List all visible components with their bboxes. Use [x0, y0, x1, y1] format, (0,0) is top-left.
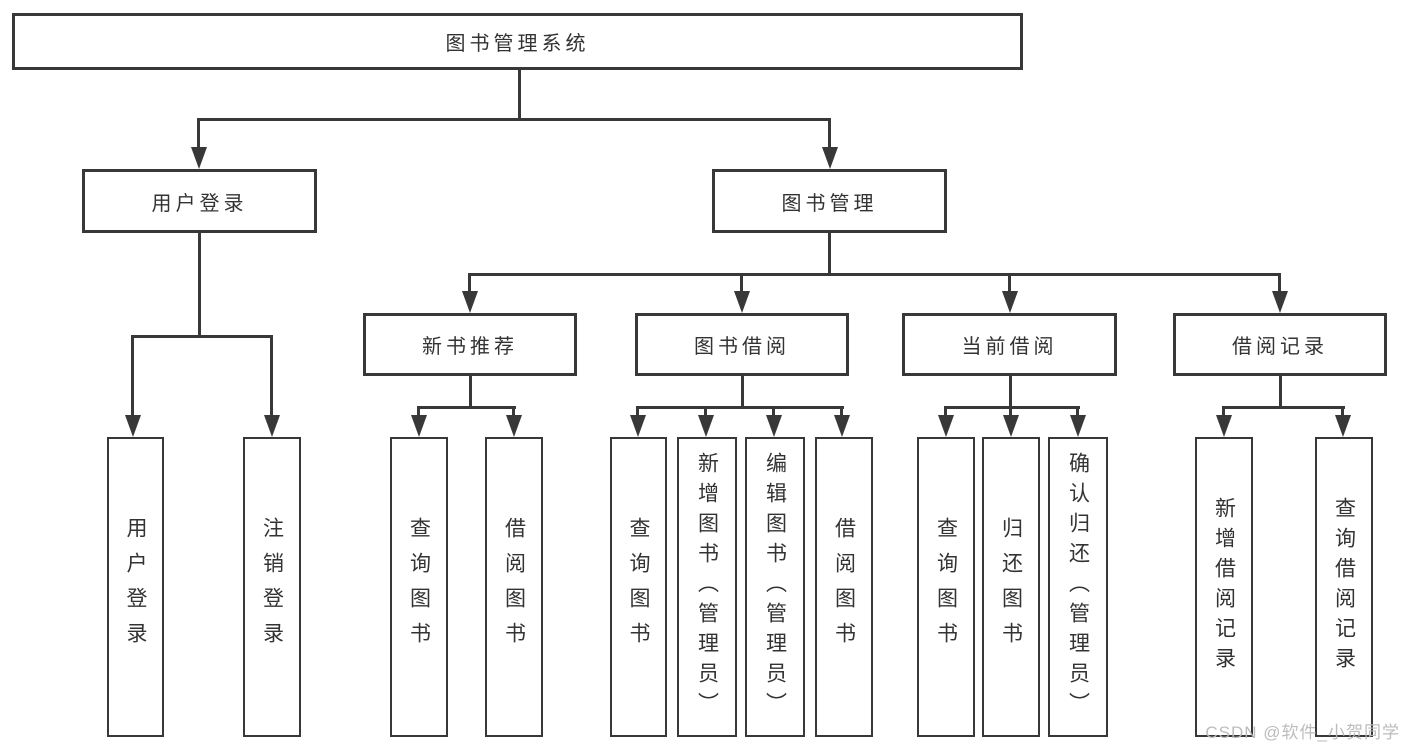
- node-bb-add-book-admin-label: 新增图书（管理员）: [695, 452, 719, 722]
- connector-level2-distributor: [197, 118, 831, 121]
- node-book-mgmt: 图书管理: [712, 169, 947, 233]
- node-root-label: 图书管理系统: [445, 33, 590, 55]
- arrow-to-borrow-record: [1271, 273, 1288, 313]
- connector-current-borrow-distributor: [944, 406, 1080, 409]
- arrow-to-nb-borrow: [505, 406, 522, 437]
- node-nb-borrow-book-label: 借阅图书: [502, 517, 526, 657]
- arrow-to-book-borrow: [733, 273, 750, 313]
- node-logout-label: 注销登录: [260, 517, 284, 657]
- node-nb-query-book: 查询图书: [390, 437, 448, 737]
- node-user-login: 用户登录: [82, 169, 317, 233]
- node-nb-query-book-label: 查询图书: [407, 517, 431, 657]
- connector-book-borrow-distributor: [636, 406, 844, 409]
- node-borrow-record-label: 借阅记录: [1232, 336, 1328, 358]
- node-bb-add-book-admin: 新增图书（管理员）: [677, 437, 737, 737]
- node-br-add-record-label: 新增借阅记录: [1212, 497, 1236, 677]
- node-book-borrow-label: 图书借阅: [694, 336, 790, 358]
- node-current-borrow: 当前借阅: [902, 313, 1117, 376]
- connector-new-book-distributor: [417, 406, 516, 409]
- node-book-borrow: 图书借阅: [635, 313, 849, 376]
- node-bb-borrow-book-label: 借阅图书: [832, 517, 856, 657]
- connector-user-login-distributor: [131, 335, 273, 338]
- node-bb-edit-book-admin: 编辑图书（管理员）: [745, 437, 805, 737]
- node-cb-query-book-label: 查询图书: [934, 517, 958, 657]
- arrow-to-br-add: [1215, 406, 1232, 437]
- node-bb-query-book-label: 查询图书: [627, 517, 650, 657]
- arrow-to-bb-add: [697, 406, 714, 437]
- node-bb-edit-book-admin-label: 编辑图书（管理员）: [763, 452, 787, 722]
- arrow-to-bb-borrow: [833, 406, 850, 437]
- arrow-to-cb-return: [1002, 406, 1019, 437]
- node-cb-confirm-return-admin-label: 确认归还（管理员）: [1066, 452, 1090, 722]
- connector-book-mgmt-stem: [828, 233, 831, 273]
- node-root: 图书管理系统: [12, 13, 1023, 70]
- node-logout: 注销登录: [243, 437, 301, 737]
- connector-new-book-stem: [469, 376, 472, 406]
- node-cb-confirm-return-admin: 确认归还（管理员）: [1048, 437, 1108, 737]
- arrow-to-cb-query: [937, 406, 954, 437]
- node-cb-return-book-label: 归还图书: [999, 517, 1023, 657]
- node-bb-query-book: 查询图书: [610, 437, 667, 737]
- node-nb-borrow-book: 借阅图书: [485, 437, 543, 737]
- node-cb-return-book: 归还图书: [982, 437, 1040, 737]
- node-bb-borrow-book: 借阅图书: [815, 437, 873, 737]
- node-br-query-record: 查询借阅记录: [1315, 437, 1373, 737]
- arrow-to-login: [124, 335, 141, 437]
- connector-current-borrow-stem: [1009, 376, 1012, 406]
- arrow-to-new-book: [461, 273, 478, 313]
- connector-borrow-record-distributor: [1222, 406, 1345, 409]
- connector-root-stem: [518, 70, 521, 118]
- connector-level3-distributor: [468, 273, 1281, 276]
- node-login: 用户登录: [107, 437, 164, 737]
- csdn-watermark: CSDN @软件_小贺同学: [1205, 723, 1400, 742]
- node-current-borrow-label: 当前借阅: [961, 336, 1058, 358]
- node-borrow-record: 借阅记录: [1173, 313, 1387, 376]
- node-login-label: 用户登录: [124, 517, 147, 657]
- arrow-to-current-borrow: [1001, 273, 1018, 313]
- arrow-to-cb-confirm: [1069, 406, 1086, 437]
- connector-user-login-stem: [198, 233, 201, 335]
- arrow-to-user-login: [190, 118, 207, 169]
- node-user-login-label: 用户登录: [151, 192, 248, 215]
- node-cb-query-book: 查询图书: [917, 437, 975, 737]
- node-new-book-label: 新书推荐: [422, 336, 518, 358]
- arrow-to-nb-query: [410, 406, 427, 437]
- arrow-to-logout: [263, 335, 280, 437]
- node-br-add-record: 新增借阅记录: [1195, 437, 1253, 737]
- arrow-to-bb-edit: [765, 406, 782, 437]
- node-book-mgmt-label: 图书管理: [781, 192, 878, 215]
- arrow-to-book-mgmt: [821, 118, 838, 169]
- arrow-to-bb-query: [629, 406, 646, 437]
- connector-borrow-record-stem: [1279, 376, 1282, 406]
- connector-book-borrow-stem: [741, 376, 744, 406]
- node-br-query-record-label: 查询借阅记录: [1332, 497, 1356, 677]
- arrow-to-br-query: [1334, 406, 1351, 437]
- node-new-book: 新书推荐: [363, 313, 577, 376]
